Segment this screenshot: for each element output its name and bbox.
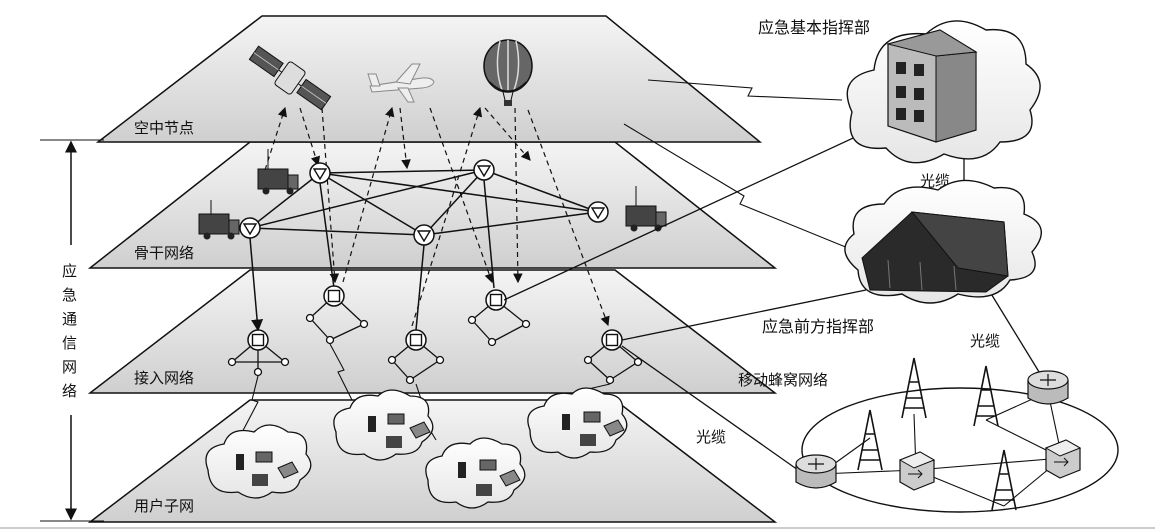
layer-label-backbone: 骨干网络 <box>134 244 194 262</box>
backbone-access-links <box>249 179 495 332</box>
airplane-icon <box>367 63 435 103</box>
router-icon <box>795 454 837 489</box>
access-node <box>405 329 427 351</box>
backbone-node <box>413 224 435 246</box>
tower-icon <box>991 449 1017 511</box>
balloon-icon <box>483 39 533 106</box>
router-icon <box>1027 370 1069 405</box>
svg-text:网: 网 <box>62 358 77 376</box>
layer-label-access: 接入网络 <box>134 369 194 387</box>
cable-links <box>503 119 1045 471</box>
user-cloud <box>333 389 434 461</box>
svg-text:应: 应 <box>62 262 77 280</box>
svg-text:络: 络 <box>62 382 77 400</box>
cable-label: 光缆 <box>696 428 726 446</box>
side-bracket <box>40 139 104 522</box>
svg-text:信: 信 <box>62 334 77 352</box>
layer-label-user: 用户子网 <box>134 497 194 515</box>
svg-text:急: 急 <box>62 286 77 304</box>
user-cloud <box>425 437 526 509</box>
backbone-node <box>309 162 331 184</box>
backbone-node <box>239 217 261 239</box>
cable-label: 光缆 <box>920 172 950 190</box>
tower-icon <box>973 365 999 427</box>
layer-label-air: 空中节点 <box>134 119 194 137</box>
satellite-icon <box>248 45 332 111</box>
access-node <box>601 329 623 351</box>
truck-icon <box>198 200 240 240</box>
backbone-node <box>587 201 609 223</box>
side-label: 应 急 通 信 网 络 <box>62 262 77 400</box>
user-cloud <box>527 387 628 459</box>
air-command-links <box>623 79 849 249</box>
switch-icon <box>1044 439 1082 479</box>
truck-icon <box>257 149 299 195</box>
backbone-links <box>249 169 599 236</box>
cellular-label: 移动蜂窝网络 <box>738 371 828 389</box>
building-icon <box>886 29 978 143</box>
access-node <box>323 285 345 307</box>
basic-command-label: 应急基本指挥部 <box>758 18 870 37</box>
switch-icon <box>898 451 936 491</box>
front-command-label: 应急前方指挥部 <box>762 317 874 336</box>
tent-icon <box>861 211 1009 293</box>
access-node <box>485 289 507 311</box>
backbone-node <box>473 159 495 181</box>
svg-text:通: 通 <box>62 310 77 328</box>
access-node <box>247 329 269 351</box>
wireless-uplinks <box>264 106 610 327</box>
tower-icon <box>857 409 883 471</box>
tower-icon <box>901 357 927 419</box>
cable-label: 光缆 <box>970 332 1000 350</box>
user-cloud <box>205 424 312 499</box>
